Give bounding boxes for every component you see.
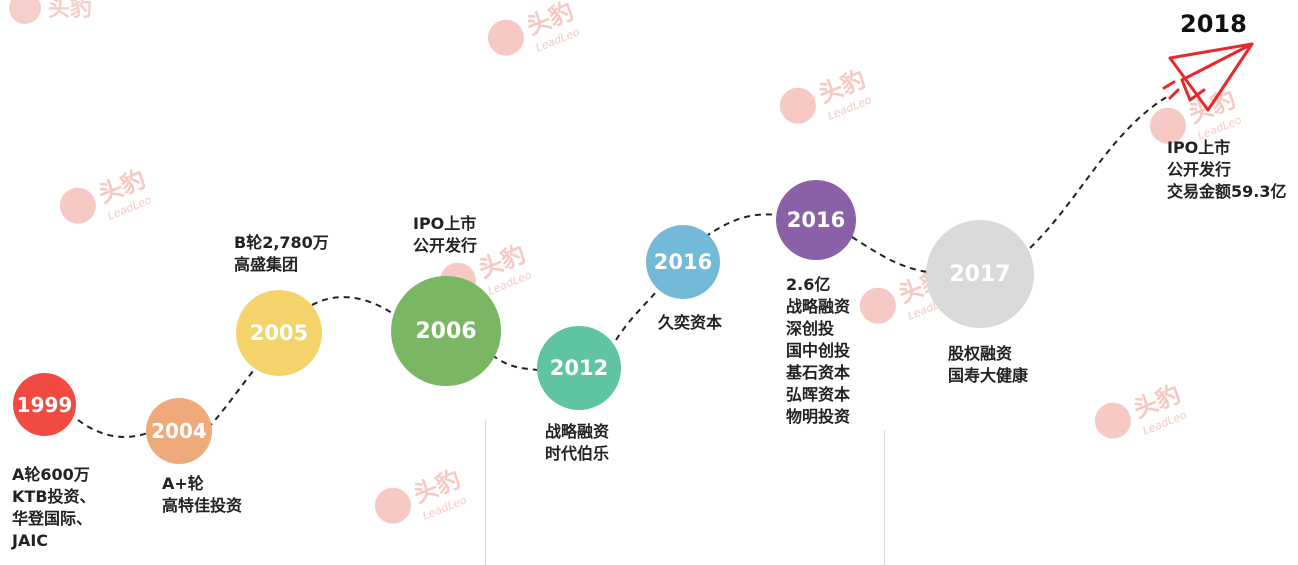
milestone-2004: 2004 (146, 398, 212, 464)
separator-line (884, 430, 885, 565)
milestone-1999: 1999 (13, 373, 76, 436)
milestone-note-2016a: 久奕资本 (658, 313, 723, 332)
milestone-note-2017: 股权融资 国寿大健康 (948, 344, 1029, 385)
timeline-dashed-path (77, 94, 1171, 438)
milestone-2005: 2005 (236, 290, 322, 376)
milestone-year: 2004 (151, 419, 207, 443)
milestone-year: 2016 (653, 250, 713, 274)
milestone-note-2005: B轮2,780万 高盛集团 (234, 233, 329, 274)
milestone-year: 2016 (786, 208, 846, 232)
milestone-2006: 2006 (391, 276, 501, 386)
milestone-year: 2005 (249, 321, 309, 345)
separator-line (485, 420, 486, 565)
paper-plane-icon (1162, 42, 1254, 112)
milestone-note-2016b: 2.6亿 战略融资 深创投 国中创投 基石资本 弘晖资本 物明投资 (786, 275, 851, 426)
milestone-2012: 2012 (537, 326, 621, 410)
milestone-2017: 2017 (926, 220, 1034, 328)
milestone-year: 2006 (415, 318, 477, 344)
milestone-note-2018: IPO上市 公开发行 交易金额59.3亿 (1167, 138, 1287, 201)
milestone-2016a: 2016 (646, 225, 720, 299)
milestone-year: 1999 (16, 392, 73, 417)
milestone-note-2004: A+轮 高特佳投资 (162, 474, 243, 515)
milestone-note-2012: 战略融资 时代伯乐 (545, 422, 610, 463)
milestone-year: 2012 (549, 356, 609, 380)
milestone-2016b: 2016 (776, 180, 856, 260)
milestone-year: 2017 (949, 261, 1011, 287)
milestone-2018-year: 2018 (1180, 10, 1247, 38)
milestone-note-2006: IPO上市 公开发行 (413, 214, 478, 255)
milestone-note-1999: A轮600万 KTB投资、 华登国际、 JAIC (12, 465, 96, 550)
